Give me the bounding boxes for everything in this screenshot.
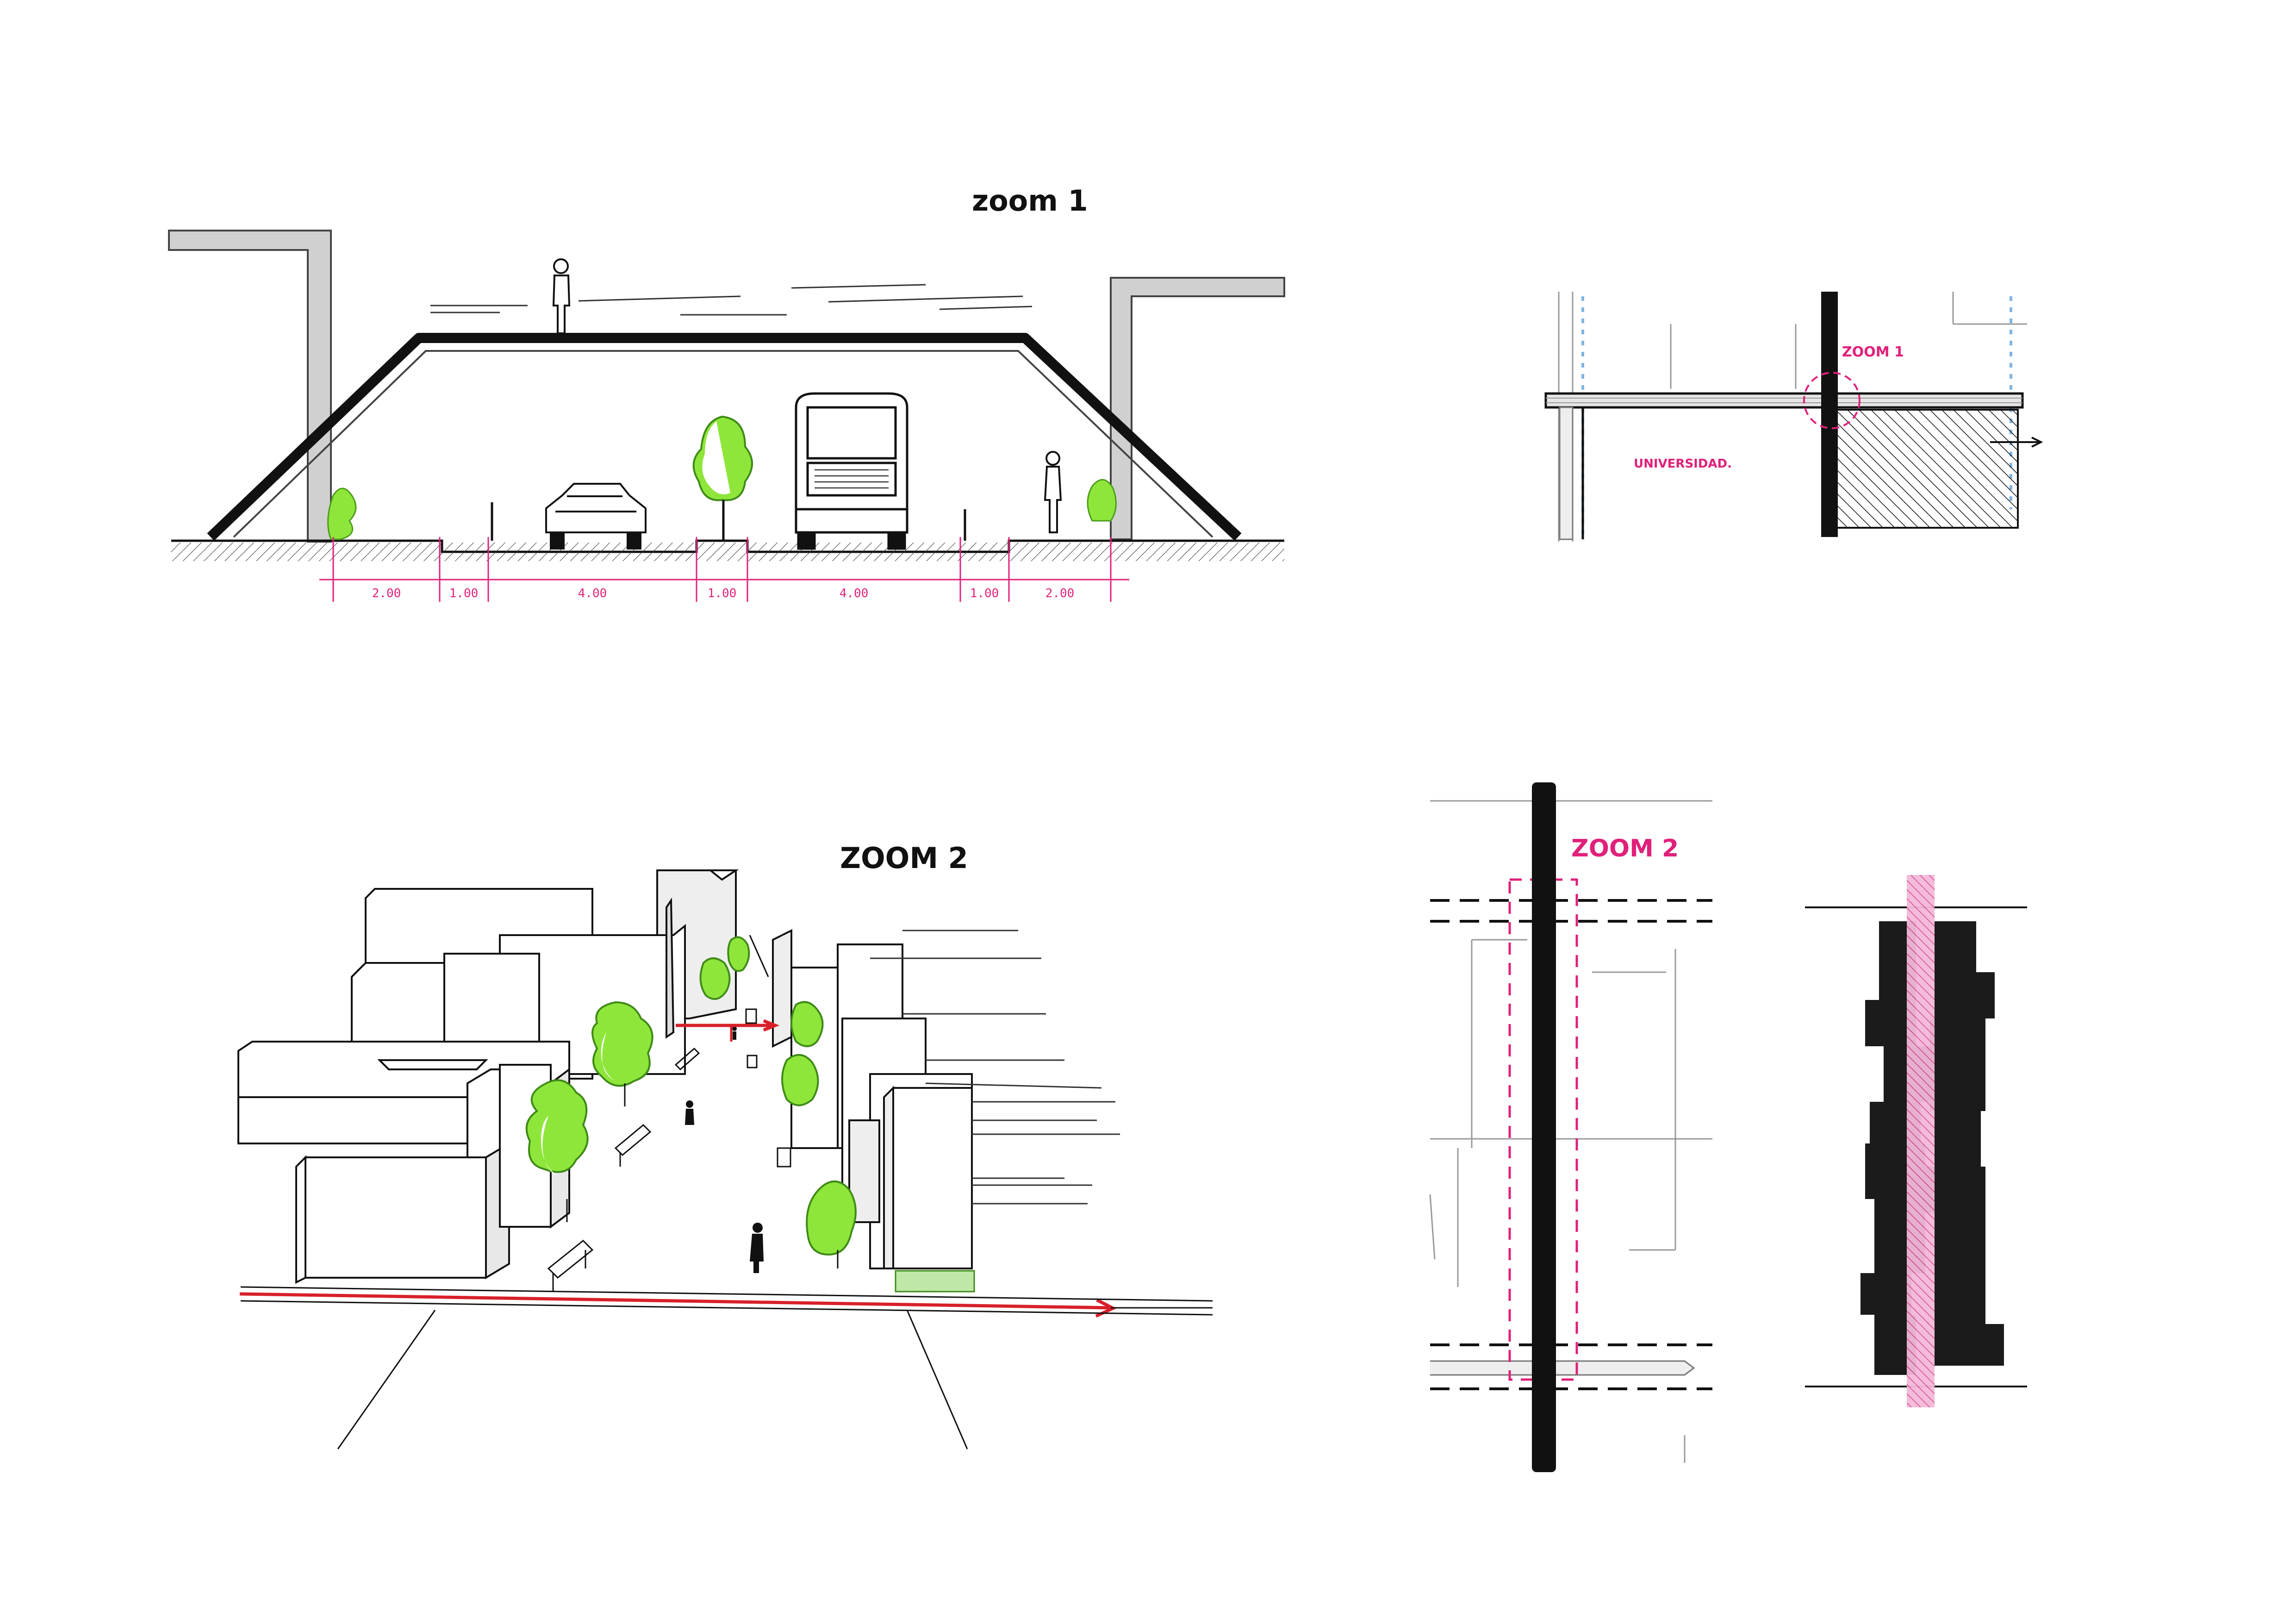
zoom2-perspective: ZOOM 2 (237, 841, 1213, 1449)
dimension-label: 2.00 (372, 587, 401, 600)
motion-lines (430, 284, 1033, 316)
bus (795, 392, 908, 550)
plan2-zoom-label: ZOOM 2 (1571, 835, 1679, 862)
plan-zoom1: ZOOM 1 UNIVERSIDAD. (1544, 292, 2043, 542)
ground-section (171, 539, 1284, 561)
median-tree (692, 415, 753, 541)
dimension-label: 4.00 (840, 587, 869, 600)
dimension-labels: 2.00 1.00 4.00 1.00 4.00 1.00 2.00 (372, 587, 1075, 600)
zoom1-marker-circle (1803, 372, 1860, 429)
person-sidewalk (1044, 451, 1062, 533)
figure-ground (1805, 875, 2027, 1407)
zoom2-title: ZOOM 2 (840, 841, 968, 875)
bollards (491, 502, 966, 541)
dimension-label: 1.00 (970, 587, 999, 600)
zoom1-title: zoom 1 (972, 184, 1088, 218)
plan1-zoom-label: ZOOM 1 (1842, 344, 1904, 360)
plan1-place-label: UNIVERSIDAD. (1634, 457, 1732, 471)
plan-zoom2: ZOOM 2 (1429, 782, 1712, 1472)
person-on-deck (552, 258, 571, 334)
dimension-line (319, 537, 1129, 602)
car (545, 483, 647, 550)
dimension-label: 4.00 (578, 587, 607, 600)
shrub-right (1087, 479, 1117, 522)
right-building-wall (1110, 277, 1285, 540)
dimension-label: 1.00 (708, 587, 737, 600)
dimension-label: 1.00 (449, 587, 479, 600)
bridge-inner-line (233, 350, 1213, 538)
zoom1-section: zoom 1 (168, 184, 1285, 602)
shrub-left (327, 487, 357, 540)
bridge-deck (207, 333, 1242, 541)
dimension-label: 2.00 (1045, 587, 1075, 600)
